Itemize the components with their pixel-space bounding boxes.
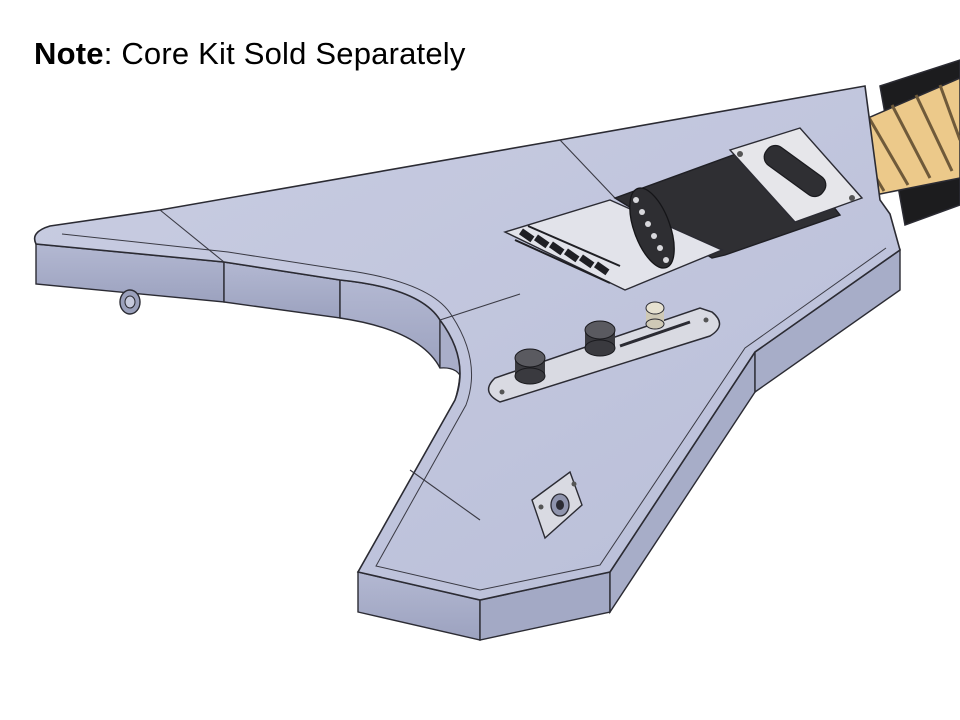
strap-button [119, 289, 141, 315]
output-jack [531, 470, 583, 540]
note-text: Core Kit Sold Separately [121, 36, 466, 71]
body-sides [35, 243, 901, 641]
fret [866, 115, 910, 186]
note-caption: Note: Core Kit Sold Separately [34, 36, 466, 72]
fret [938, 84, 960, 141]
control-plate [487, 301, 721, 403]
fret [890, 104, 932, 179]
bridge-assembly [503, 187, 724, 291]
note-label: Note [34, 36, 104, 71]
bridge-saddles [514, 225, 621, 284]
selector-slot [619, 320, 691, 348]
neck-pickup [728, 127, 864, 223]
note-separator: : [103, 36, 122, 71]
bridge-pickup [629, 187, 675, 269]
fret [914, 94, 954, 172]
